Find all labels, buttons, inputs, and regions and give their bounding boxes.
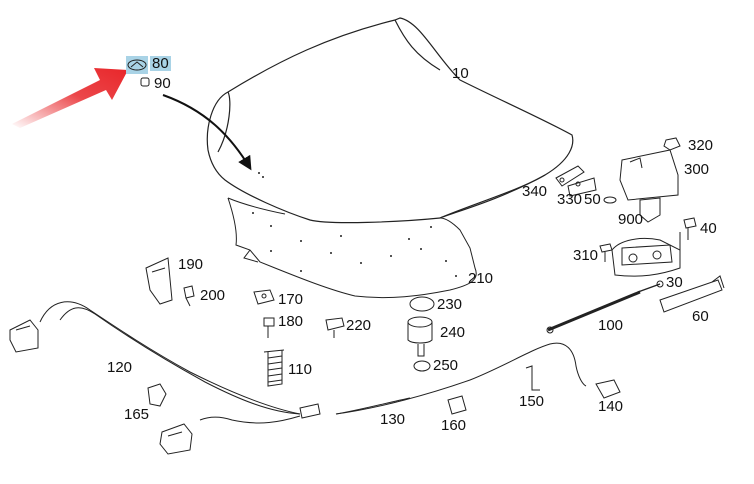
callout-110[interactable]: 110 bbox=[288, 361, 312, 378]
emblem-arrow bbox=[162, 94, 252, 171]
callout-100[interactable]: 100 bbox=[598, 317, 624, 334]
callout-80-highlighted[interactable]: 80 bbox=[150, 55, 171, 72]
gas-strut bbox=[546, 280, 664, 334]
release-cable-130 bbox=[335, 342, 587, 415]
bracket-190-icon bbox=[145, 257, 173, 305]
spring-110-icon bbox=[263, 349, 285, 387]
handle-bottom-icon bbox=[159, 423, 193, 455]
callout-60[interactable]: 60 bbox=[692, 308, 709, 325]
red-pointer-arrow bbox=[12, 68, 128, 128]
callout-165[interactable]: 165 bbox=[124, 406, 150, 423]
cap-230-icon bbox=[409, 296, 435, 312]
callout-230[interactable]: 230 bbox=[437, 296, 463, 313]
hood-inner-panel bbox=[227, 197, 477, 299]
callout-30[interactable]: 30 bbox=[666, 274, 683, 291]
lever-140-icon bbox=[595, 379, 621, 399]
callout-320[interactable]: 320 bbox=[688, 137, 714, 154]
callout-40[interactable]: 40 bbox=[700, 220, 717, 237]
callout-160[interactable]: 160 bbox=[441, 417, 467, 434]
callout-50[interactable]: 50 bbox=[584, 191, 601, 208]
callout-300[interactable]: 300 bbox=[684, 161, 710, 178]
callout-170[interactable]: 170 bbox=[278, 291, 304, 308]
clip-160-icon bbox=[447, 395, 467, 415]
buffer-240-icon bbox=[407, 316, 433, 357]
clip-165-icon bbox=[147, 383, 167, 407]
callout-220[interactable]: 220 bbox=[346, 317, 372, 334]
clip-220-icon bbox=[325, 317, 345, 338]
callout-180[interactable]: 180 bbox=[278, 313, 304, 330]
release-cable-120 bbox=[39, 301, 321, 424]
emblem-icon bbox=[126, 56, 148, 74]
callout-130[interactable]: 130 bbox=[380, 411, 406, 428]
handle-top-icon bbox=[9, 319, 39, 353]
callout-250[interactable]: 250 bbox=[433, 357, 459, 374]
lock-support-rail bbox=[659, 275, 725, 313]
callout-200[interactable]: 200 bbox=[200, 287, 226, 304]
bumper-170-icon bbox=[253, 289, 275, 305]
washer-50-icon bbox=[603, 196, 617, 204]
hinge-340-330-icon bbox=[555, 165, 597, 197]
screw-310-icon bbox=[599, 243, 613, 262]
callout-210[interactable]: 210 bbox=[468, 270, 494, 287]
hood-lock-assembly bbox=[611, 149, 681, 277]
bolt-320-icon bbox=[663, 137, 681, 151]
nut-250-icon bbox=[413, 360, 431, 372]
hood-inner-holes bbox=[252, 172, 457, 277]
callout-150[interactable]: 150 bbox=[519, 393, 545, 410]
callout-340[interactable]: 340 bbox=[522, 183, 548, 200]
callout-330[interactable]: 330 bbox=[557, 191, 583, 208]
callout-190[interactable]: 190 bbox=[178, 256, 204, 273]
callout-90[interactable]: 90 bbox=[154, 75, 171, 92]
callout-310[interactable]: 310 bbox=[573, 247, 599, 264]
callout-900[interactable]: 900 bbox=[618, 211, 644, 228]
hood-outer-panel bbox=[206, 17, 574, 224]
callout-120[interactable]: 120 bbox=[107, 359, 133, 376]
callout-10[interactable]: 10 bbox=[452, 65, 469, 82]
bracket-150-icon bbox=[525, 365, 540, 391]
callout-140[interactable]: 140 bbox=[598, 398, 624, 415]
callout-240[interactable]: 240 bbox=[440, 324, 466, 341]
emblem-clip-icon bbox=[140, 77, 150, 87]
bolt-40-icon bbox=[683, 217, 697, 240]
screw-180-icon bbox=[263, 317, 275, 338]
bolt-200-icon bbox=[183, 285, 195, 307]
